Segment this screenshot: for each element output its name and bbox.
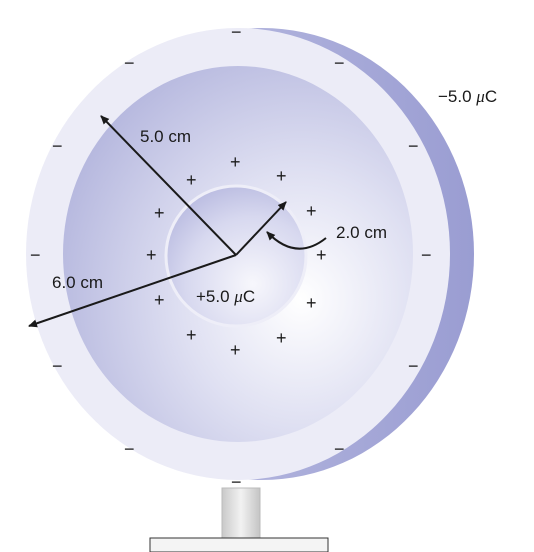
plus-sign: + [306, 201, 317, 221]
plus-sign: + [186, 325, 197, 345]
minus-sign: − [231, 22, 242, 42]
plus-sign: + [230, 340, 241, 360]
plus-sign: + [154, 290, 165, 310]
stand-base [149, 537, 329, 552]
label-2cm: 2.0 cm [336, 223, 387, 242]
plus-sign: + [276, 328, 287, 348]
plus-sign: + [276, 166, 287, 186]
minus-sign: − [231, 472, 242, 492]
outer-charge-label: −5.0 μC [438, 87, 497, 106]
minus-sign: − [408, 356, 419, 376]
minus-sign: − [124, 53, 135, 73]
label-pointer-2cm [266, 231, 327, 250]
plus-sign: + [230, 152, 241, 172]
minus-sign: − [408, 136, 419, 156]
radius-arrow-6cm [28, 254, 237, 328]
minus-sign: − [334, 439, 345, 459]
plus-sign: + [316, 245, 327, 265]
minus-sign: − [334, 53, 345, 73]
plus-sign: + [186, 170, 197, 190]
radius-arrow-5cm [100, 115, 237, 256]
inner-charge-label: +5.0 μC [196, 287, 255, 306]
minus-sign: − [52, 136, 63, 156]
plus-sign: + [154, 203, 165, 223]
minus-sign: − [421, 245, 432, 265]
label-5cm: 5.0 cm [140, 127, 191, 146]
stand-post [221, 487, 261, 545]
plus-sign: + [146, 245, 157, 265]
minus-sign: − [30, 245, 41, 265]
label-6cm: 6.0 cm [52, 273, 103, 292]
plus-sign: + [306, 293, 317, 313]
minus-sign: − [124, 439, 135, 459]
minus-sign: − [52, 356, 63, 376]
radius-arrow-2cm [235, 201, 287, 256]
